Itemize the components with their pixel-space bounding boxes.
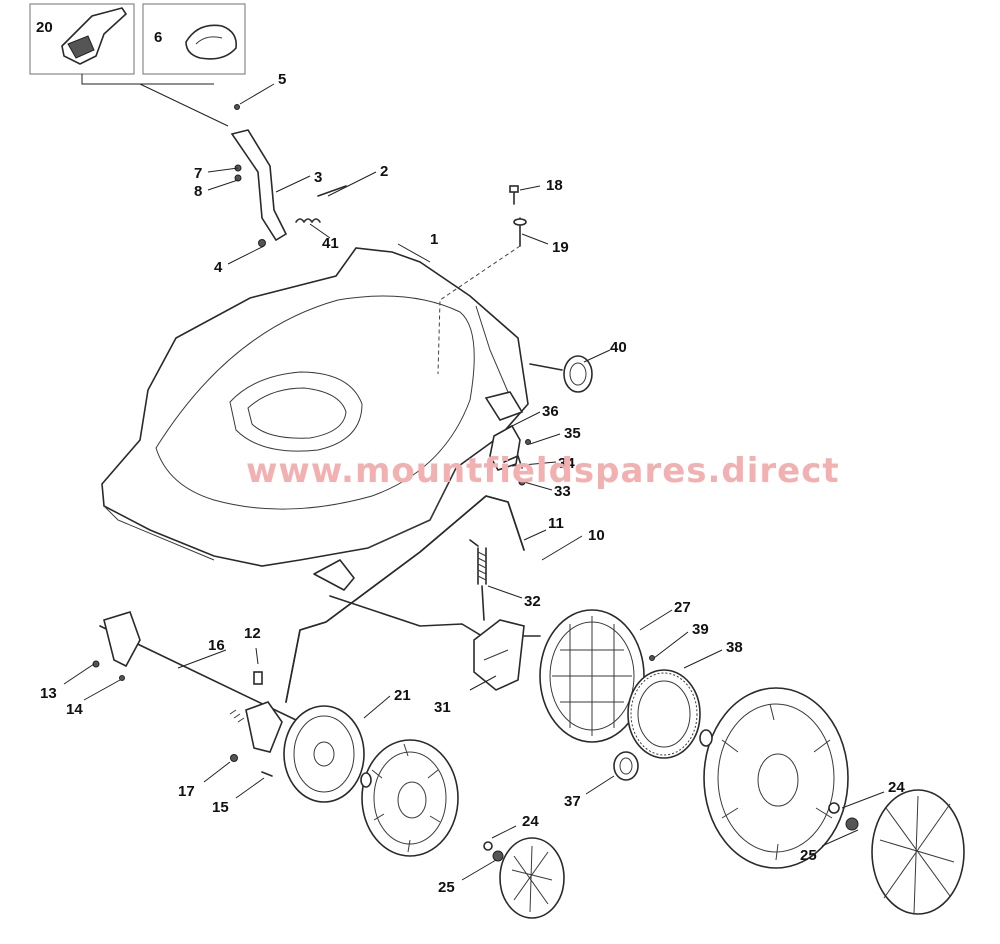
callout-12: 12: [244, 625, 261, 642]
spring: [469, 539, 487, 621]
inset-box-handle-clip: [29, 3, 135, 75]
pivot-pin: [509, 185, 527, 247]
callout-4: 4: [214, 259, 223, 276]
callout-25-front: 25: [438, 879, 455, 896]
callout-11: 11: [548, 515, 564, 532]
callout-16: 16: [208, 637, 225, 654]
callout-33: 33: [554, 483, 571, 500]
front-hubcap: [483, 837, 565, 919]
mower-deck: [101, 247, 529, 567]
front-wheel: [360, 739, 459, 857]
callout-14: 14: [66, 701, 83, 718]
callout-10: 10: [588, 527, 605, 544]
gear-disc-front: [283, 705, 365, 803]
callout-31: 31: [434, 699, 451, 716]
adjuster-knob: [529, 355, 593, 393]
callout-37: 37: [564, 793, 581, 810]
callout-24-rear: 24: [888, 779, 905, 796]
callout-35: 35: [564, 425, 581, 442]
callout-38: 38: [726, 639, 743, 656]
callout-3: 3: [314, 169, 322, 186]
watermark-text: www.mountfieldspares.direct: [246, 451, 840, 491]
leader-lines: [63, 83, 885, 881]
callout-18: 18: [546, 177, 563, 194]
front-axle: [92, 611, 297, 777]
rear-wheel: [699, 687, 849, 869]
callout-34: 34: [558, 455, 575, 472]
callout-41: 41: [322, 235, 339, 252]
rear-hubcap: [828, 789, 965, 915]
callout-15: 15: [212, 799, 229, 816]
callout-17: 17: [178, 783, 195, 800]
callout-13: 13: [40, 685, 57, 702]
rear-gear-disc: [539, 609, 645, 743]
callout-1: 1: [430, 231, 438, 248]
callout-20: 20: [36, 19, 53, 36]
inset-leader: [81, 74, 229, 127]
callout-2: 2: [380, 163, 388, 180]
callout-21: 21: [394, 687, 411, 704]
callout-7: 7: [194, 165, 202, 182]
callout-27: 27: [674, 599, 691, 616]
callout-32: 32: [524, 593, 541, 610]
callout-40: 40: [610, 339, 627, 356]
inset-box-cover: [142, 3, 246, 75]
callout-8: 8: [194, 183, 202, 200]
handle-lever: [230, 104, 347, 247]
callout-6: 6: [154, 29, 162, 46]
rear-bracket: [473, 619, 525, 691]
pinion: [613, 751, 639, 781]
ring-gear: [627, 655, 701, 759]
callout-25-rear: 25: [800, 847, 817, 864]
callout-24-front: 24: [522, 813, 539, 830]
callout-39: 39: [692, 621, 709, 638]
callout-19: 19: [552, 239, 569, 256]
callout-36: 36: [542, 403, 559, 420]
callout-5: 5: [278, 71, 286, 88]
callout-numbers: 20 6 5 7 8 3 2 41 4 1 18 19 40 36 35 34 …: [36, 19, 905, 896]
